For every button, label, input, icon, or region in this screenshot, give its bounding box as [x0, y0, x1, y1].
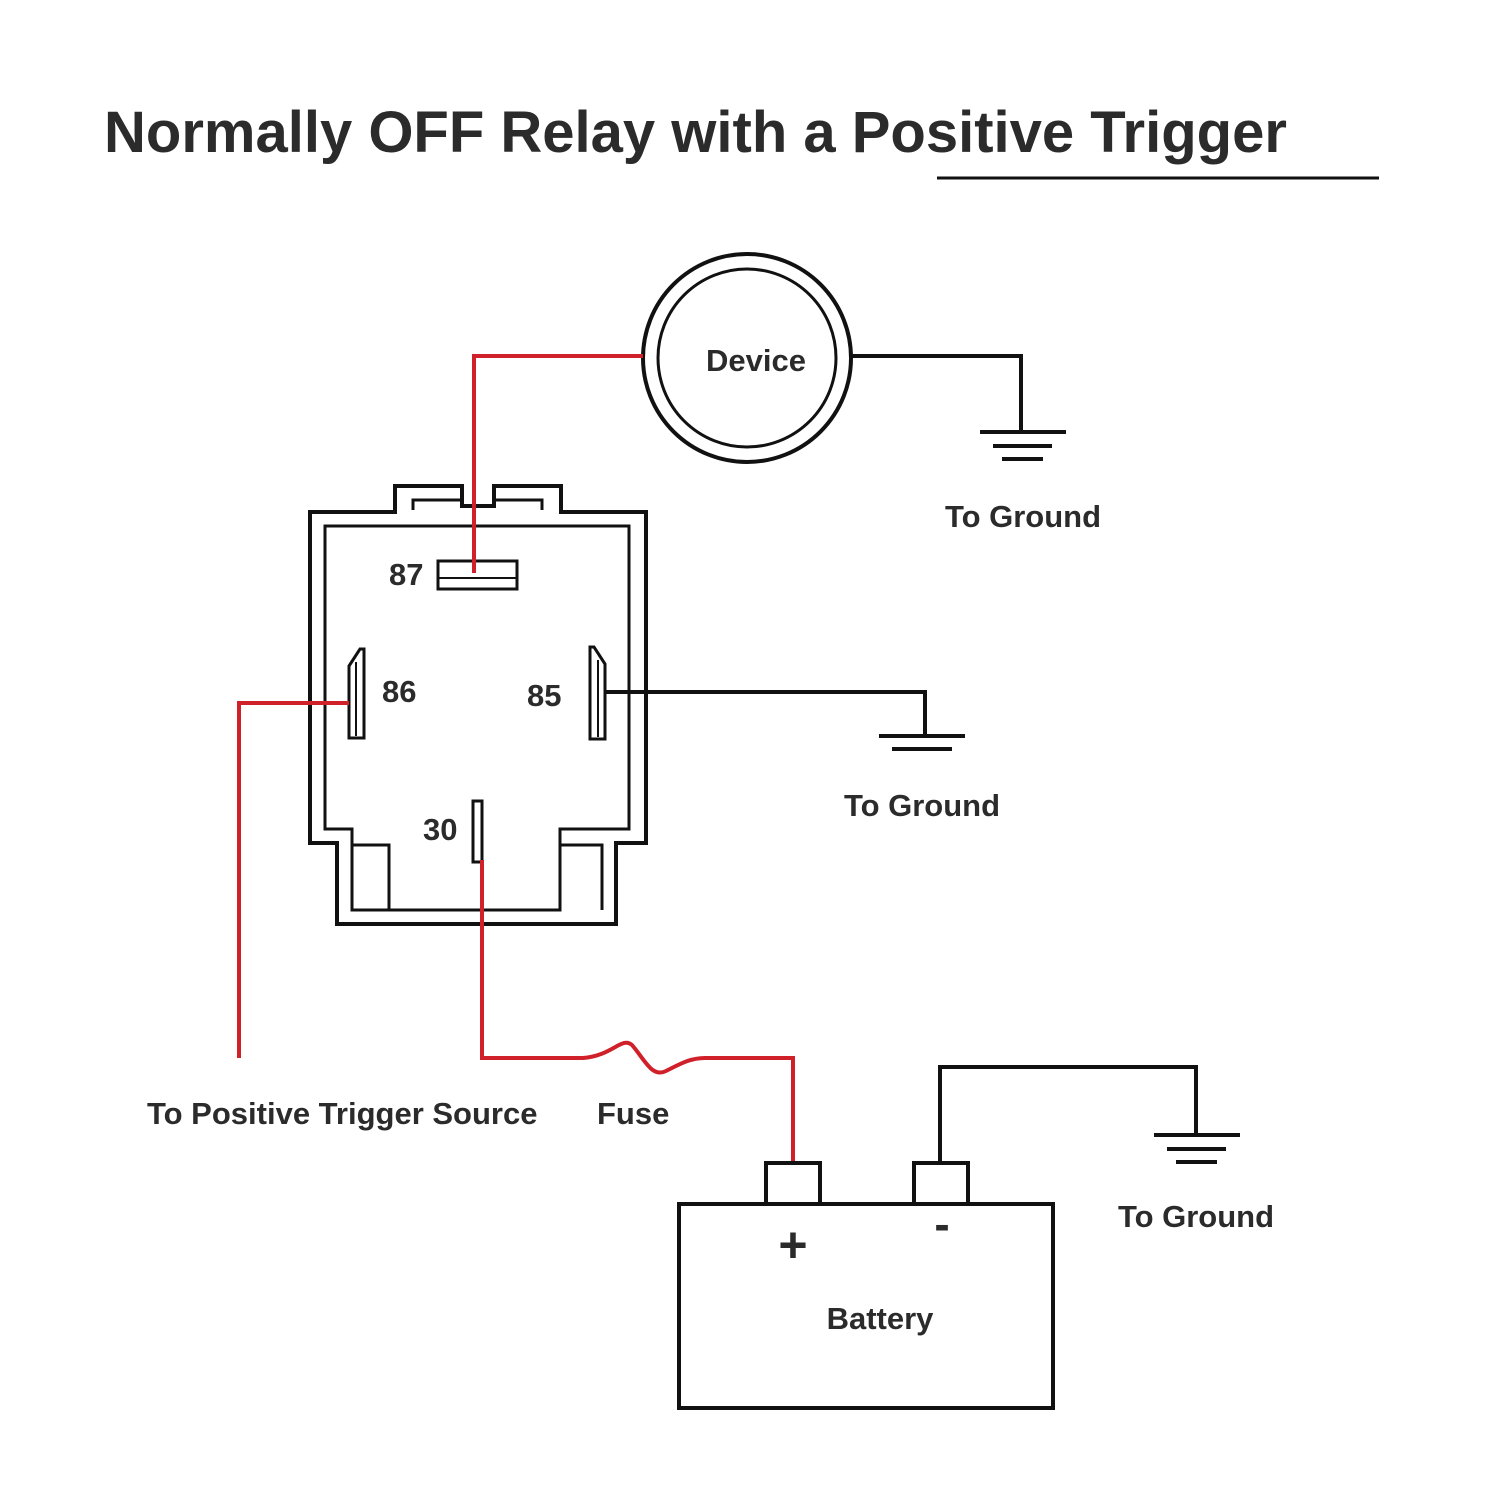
ground-symbol-device [980, 430, 1066, 461]
relay-housing-outer [308, 484, 648, 926]
diagram-title: Normally OFF Relay with a Positive Trigg… [104, 100, 1287, 165]
pin-label-30: 30 [423, 812, 457, 847]
terminal-87 [436, 559, 519, 591]
relay-tab-right [494, 498, 544, 510]
pin-label-86: 86 [382, 674, 416, 709]
device: Device [641, 252, 853, 464]
battery-ground-wire [938, 1065, 1198, 1163]
title-plain: Normally OFF Relay with a [104, 100, 852, 165]
relay-foot-left [352, 843, 391, 910]
relay: 87 86 85 30 [308, 484, 648, 926]
battery: + - Battery [677, 1161, 1055, 1410]
battery-positive-wire [480, 860, 795, 1163]
battery-label: Battery [827, 1301, 935, 1336]
battery-negative-sign: - [934, 1198, 949, 1250]
battery-positive-terminal [764, 1161, 822, 1206]
relay-tab-left [411, 498, 462, 510]
ground-symbol-relay [879, 734, 965, 751]
relay-foot-right [560, 843, 604, 910]
pin-label-85: 85 [527, 678, 561, 713]
battery-body [677, 1202, 1055, 1410]
fuse-label: Fuse [597, 1096, 669, 1131]
terminal-30 [471, 799, 484, 864]
ground-symbol-battery [1154, 1133, 1240, 1164]
ground-label-relay: To Ground [844, 788, 1000, 823]
device-inner-ring [656, 267, 838, 449]
device-positive-wire [472, 354, 643, 573]
terminal-85 [588, 645, 607, 741]
device-label: Device [706, 343, 806, 378]
battery-positive-sign: + [778, 1217, 807, 1273]
trigger-source-label: To Positive Trigger Source [147, 1096, 537, 1131]
pin85-ground-wire [605, 690, 927, 736]
device-ground-wire [851, 354, 1023, 432]
battery-negative-terminal [912, 1161, 970, 1206]
terminal-86 [347, 647, 366, 740]
ground-label-device: To Ground [945, 499, 1101, 534]
ground-label-battery: To Ground [1118, 1199, 1274, 1234]
pin-label-87: 87 [389, 557, 423, 592]
title-underlined: Positive Trigger [852, 100, 1287, 165]
relay-housing-inner [323, 524, 631, 912]
trigger-wire [237, 701, 349, 1058]
